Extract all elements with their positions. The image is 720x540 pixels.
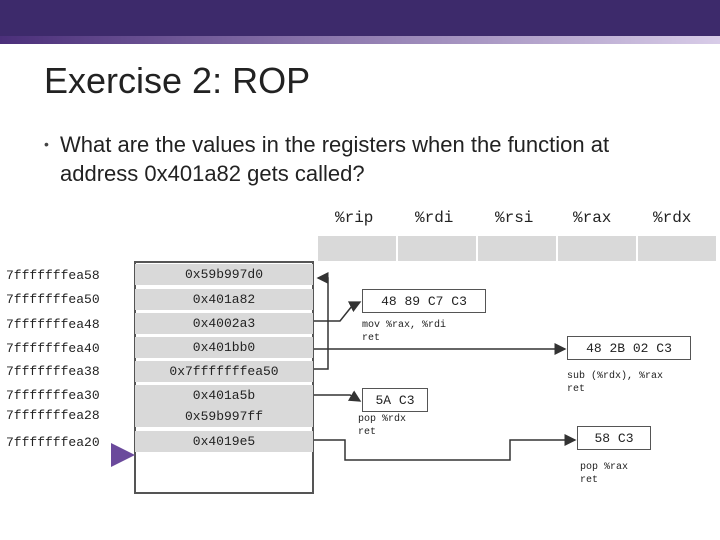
header-bar [0, 0, 720, 36]
slide-title: Exercise 2: ROP [44, 60, 311, 101]
stack-address: 7fffffffea30 [6, 388, 100, 403]
gadget-pop-rdx-asm: pop %rdx ret [358, 414, 407, 438]
stack-cell: 0x401bb0 [135, 337, 313, 358]
stack-cell: 0x401a5b [135, 385, 313, 406]
stack-address: 7fffffffea38 [6, 364, 100, 379]
stack-address: 7fffffffea40 [6, 341, 100, 356]
register-box-rip [318, 236, 396, 261]
gadget-pop-rdx-bytes: 5A C3 [362, 388, 428, 412]
gadget-pop-rax-asm: pop %rax ret [580, 462, 629, 486]
register-label-rdx: %rdx [653, 209, 692, 227]
stack-cell: 0x4002a3 [135, 313, 313, 334]
stack-cell: 0x401a82 [135, 289, 313, 310]
gadget-pop-rax-bytes: 58 C3 [577, 426, 651, 450]
gadget-mov-bytes: 48 89 C7 C3 [362, 289, 486, 313]
stack-address: 7fffffffea48 [6, 317, 100, 332]
arrow-to-pop-rdx [314, 390, 362, 402]
register-label-rip: %rip [335, 209, 374, 227]
register-label-rax: %rax [573, 209, 612, 227]
arrow-to-mov-gadget [314, 301, 362, 322]
stack-address: 7fffffffea58 [6, 268, 100, 283]
register-box-rdx [638, 236, 716, 261]
register-label-rsi: %rsi [495, 209, 534, 227]
header-gradient-line [0, 36, 720, 44]
arrow-to-pop-rax [314, 434, 577, 461]
register-label-rdi: %rdi [415, 209, 454, 227]
stack-cell: 0x7fffffffea50 [135, 361, 313, 382]
gadget-sub-asm: sub (%rdx), %rax ret [567, 371, 664, 395]
stack-cell: 0x59b997ff [135, 406, 313, 427]
gadget-sub-bytes: 48 2B 02 C3 [567, 336, 691, 360]
arrow-to-ea50 [314, 272, 329, 370]
stack-address: 7fffffffea20 [6, 435, 100, 450]
register-box-rsi [478, 236, 556, 261]
register-box-rdi [398, 236, 476, 261]
question-text: What are the values in the registers whe… [60, 132, 610, 186]
bullet-marker: • [44, 136, 49, 152]
stack-cell: 0x4019e5 [135, 431, 313, 452]
register-box-rax [558, 236, 636, 261]
gadget-mov-asm: mov %rax, %rdi ret [362, 320, 447, 344]
stack-cell: 0x59b997d0 [135, 264, 313, 285]
stack-address: 7fffffffea28 [6, 408, 100, 423]
stack-address: 7fffffffea50 [6, 292, 100, 307]
